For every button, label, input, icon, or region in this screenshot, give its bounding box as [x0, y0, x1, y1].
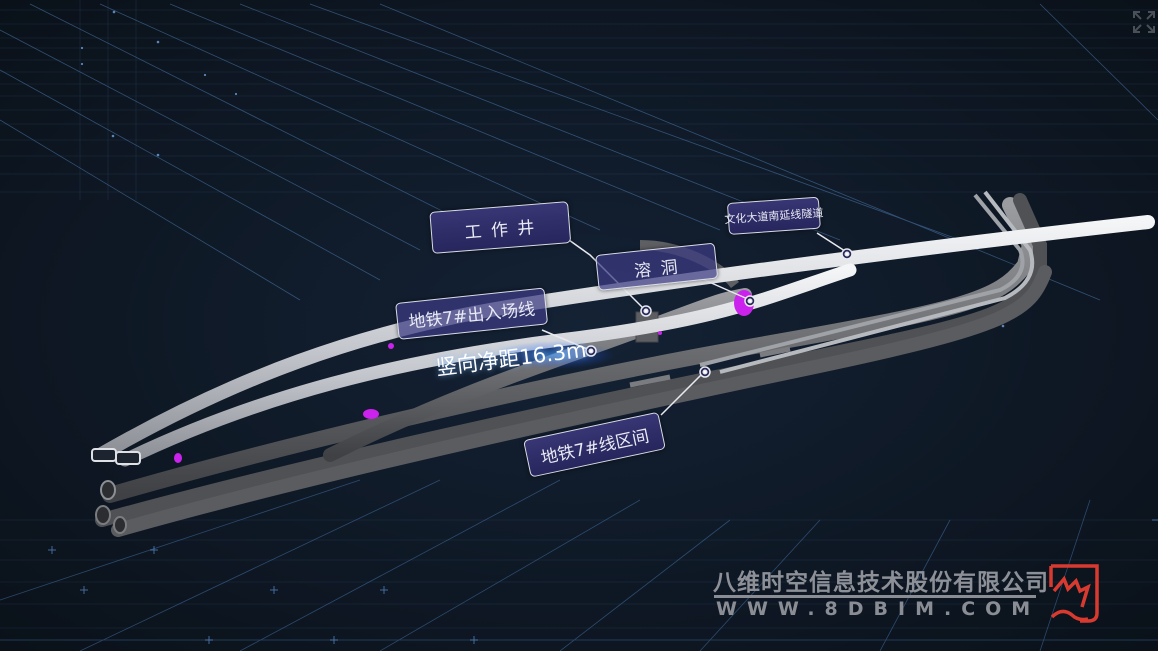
fullscreen-expand-icon	[1133, 11, 1155, 33]
fullscreen-button[interactable]	[1132, 10, 1156, 34]
label-wenhua-tunnel[interactable]: 文化大道南延线隧道	[724, 196, 824, 235]
background-grid	[0, 0, 1158, 629]
label-work-shaft-text: 工 作 井	[463, 217, 538, 243]
company-logo-icon	[1049, 564, 1099, 623]
label-karst-cave-text: 溶 洞	[633, 256, 681, 282]
company-name: 八维时空信息技术股份有限公司	[713, 570, 1049, 596]
company-website: WWW.8DBIM.COM	[716, 598, 1041, 620]
label-wenhua-tunnel-text: 文化大道南延线隧道	[724, 206, 824, 227]
brand-divider	[714, 595, 1036, 598]
label-metro7-access-line-text: 地铁7#出入场线	[407, 299, 537, 333]
